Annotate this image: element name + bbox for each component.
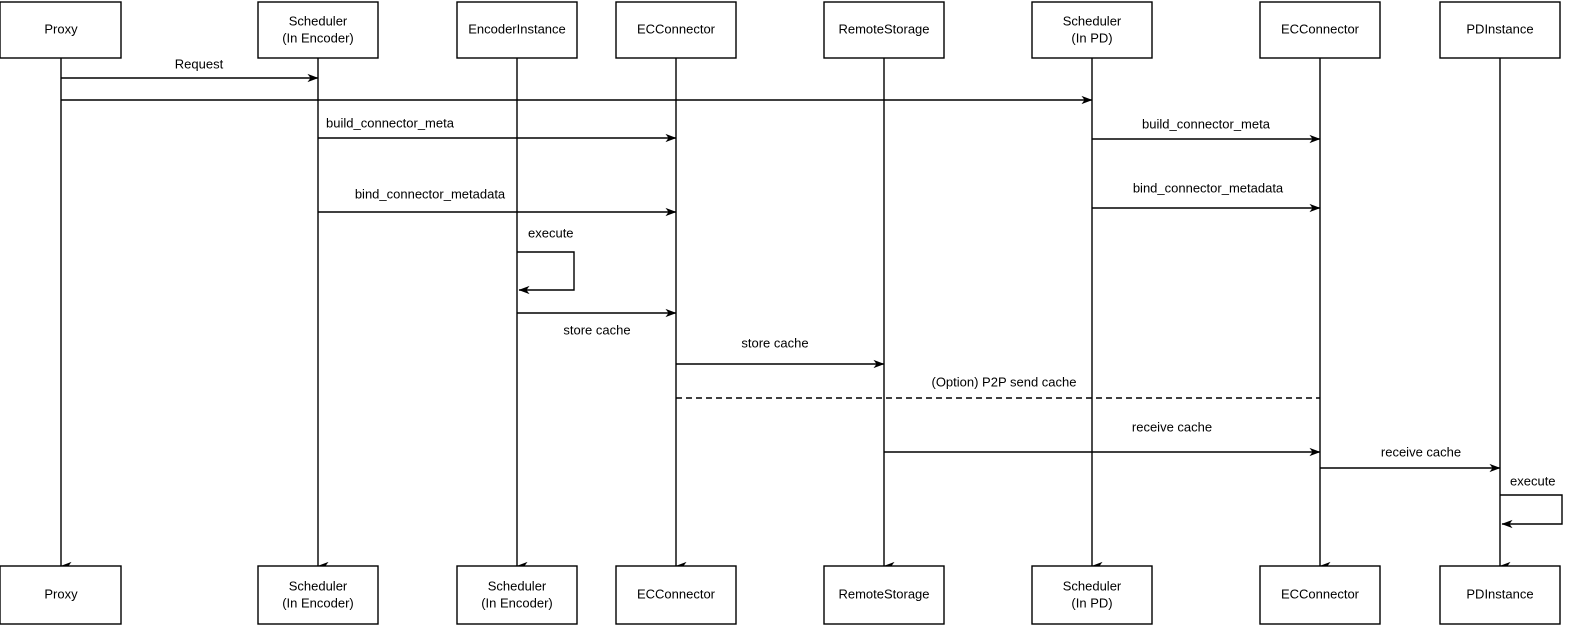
message-label: receive cache	[1132, 419, 1212, 434]
participant-box	[0, 1, 122, 59]
message-label: bind_connector_metadata	[1133, 180, 1284, 195]
message-m8[interactable]: store cache	[676, 335, 885, 369]
participant-header-ec_conn_left[interactable]: ECConnector	[615, 1, 737, 59]
message-m11[interactable]: receive cache	[1320, 444, 1501, 473]
participant-box	[823, 565, 945, 625]
participant-label-line1: EncoderInstance	[468, 21, 566, 36]
message-label: build_connector_meta	[326, 115, 455, 130]
participant-box	[823, 1, 945, 59]
participant-footer-ec_conn_right[interactable]: ECConnector	[1259, 565, 1381, 625]
participant-header-enc_inst[interactable]: EncoderInstance	[456, 1, 578, 59]
message-m9[interactable]: (Option) P2P send cache	[676, 374, 1320, 399]
self-message-arrow	[517, 251, 575, 295]
message-m7[interactable]: store cache	[517, 308, 677, 337]
participant-label-line2: (In PD)	[1071, 30, 1112, 45]
participant-box	[1031, 1, 1153, 59]
participant-header-remote_store[interactable]: RemoteStorage	[823, 1, 945, 59]
participant-header-pd_inst[interactable]: PDInstance	[1439, 1, 1561, 59]
participant-label-line1: Scheduler	[289, 578, 348, 593]
participant-label-line2: (In Encoder)	[282, 30, 354, 45]
participant-footer-enc_inst[interactable]: Scheduler (In Encoder)	[456, 565, 578, 625]
participant-box	[1439, 565, 1561, 625]
participant-label-line1: ECConnector	[637, 21, 716, 36]
message-label: receive cache	[1381, 444, 1461, 459]
message-m1[interactable]: Request	[61, 56, 319, 83]
participant-label-line1: PDInstance	[1466, 21, 1533, 36]
participant-box	[1259, 1, 1381, 59]
message-label: Request	[175, 56, 224, 71]
footer-boxes-layer: Proxy Scheduler (In Encoder) Scheduler (In E…	[0, 565, 1561, 625]
participant-label-line1: Scheduler	[1063, 578, 1122, 593]
message-label: store cache	[563, 322, 630, 337]
participant-footer-sched_pd[interactable]: Scheduler (In PD)	[1031, 565, 1153, 625]
self-message-label: execute	[528, 225, 574, 240]
participant-box	[1031, 565, 1153, 625]
message-m4[interactable]: build_connector_meta	[1092, 116, 1321, 144]
participant-footer-proxy[interactable]: Proxy	[0, 565, 122, 625]
participant-label-line1: ECConnector	[1281, 21, 1360, 36]
self-message-arrow	[1500, 494, 1563, 529]
message-label: (Option) P2P send cache	[931, 374, 1076, 389]
participant-box	[456, 565, 578, 625]
self-message-s1[interactable]: execute	[517, 225, 575, 295]
participant-box	[0, 565, 122, 625]
participant-footer-sched_enc[interactable]: Scheduler (In Encoder)	[257, 565, 379, 625]
self-message-label: execute	[1510, 473, 1556, 488]
lifelines-layer	[60, 58, 1511, 571]
participant-header-proxy[interactable]: Proxy	[0, 1, 122, 59]
participant-label-line2: (In PD)	[1071, 595, 1112, 610]
participant-label-line2: (In Encoder)	[282, 595, 354, 610]
message-label: store cache	[741, 335, 808, 350]
message-m5[interactable]: bind_connector_metadata	[318, 186, 677, 217]
participant-footer-ec_conn_left[interactable]: ECConnector	[615, 565, 737, 625]
message-label: build_connector_meta	[1142, 116, 1271, 131]
participant-footer-remote_store[interactable]: RemoteStorage	[823, 565, 945, 625]
participant-label-line1: ECConnector	[1281, 586, 1360, 601]
message-m10[interactable]: receive cache	[884, 419, 1321, 457]
participant-box	[1439, 1, 1561, 59]
participant-label-line1: RemoteStorage	[838, 21, 929, 36]
participant-label-line1: Scheduler	[1063, 13, 1122, 28]
participant-label-line1: Proxy	[44, 21, 78, 36]
participant-label-line1: Proxy	[44, 586, 78, 601]
self-messages-layer: execute execute	[517, 225, 1563, 529]
participant-label-line1: RemoteStorage	[838, 586, 929, 601]
participant-header-ec_conn_right[interactable]: ECConnector	[1259, 1, 1381, 59]
participant-label-line1: PDInstance	[1466, 586, 1533, 601]
participant-box	[615, 565, 737, 625]
participant-box	[615, 1, 737, 59]
participant-footer-pd_inst[interactable]: PDInstance	[1439, 565, 1561, 625]
header-boxes-layer: Proxy Scheduler (In Encoder) EncoderInstanc…	[0, 1, 1561, 59]
participant-label-line1: ECConnector	[637, 586, 716, 601]
self-message-s2[interactable]: execute	[1500, 473, 1563, 529]
participant-label-line1: Scheduler	[488, 578, 547, 593]
messages-layer: Request build_connector_meta build_connect…	[61, 56, 1501, 473]
participant-box	[257, 565, 379, 625]
participant-box	[1259, 565, 1381, 625]
participant-header-sched_enc[interactable]: Scheduler (In Encoder)	[257, 1, 379, 59]
participant-header-sched_pd[interactable]: Scheduler (In PD)	[1031, 1, 1153, 59]
message-m3[interactable]: build_connector_meta	[318, 115, 677, 143]
participant-box	[456, 1, 578, 59]
message-label: bind_connector_metadata	[355, 186, 506, 201]
participant-label-line1: Scheduler	[289, 13, 348, 28]
participant-label-line2: (In Encoder)	[481, 595, 553, 610]
participant-box	[257, 1, 379, 59]
message-m6[interactable]: bind_connector_metadata	[1092, 180, 1321, 213]
